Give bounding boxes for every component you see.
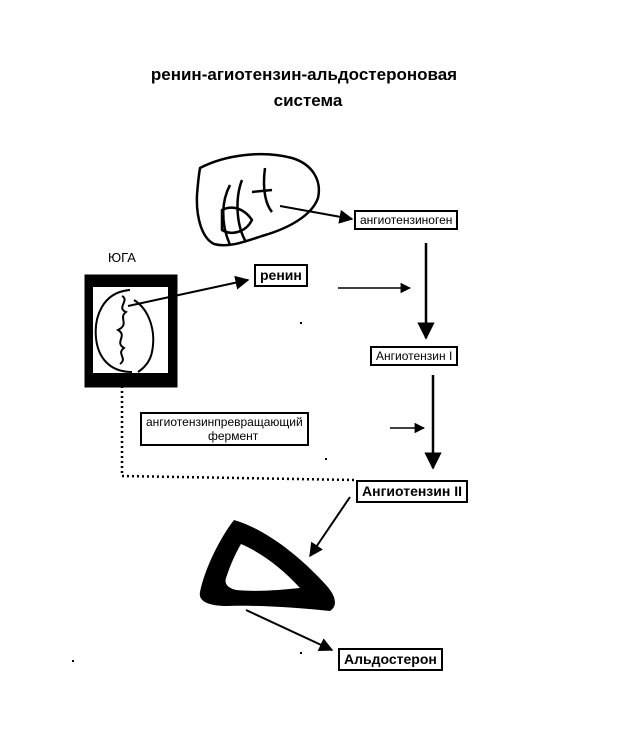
speck-2: [325, 458, 327, 460]
speck-3: [72, 660, 74, 662]
node-angiotensin-2: Ангиотензин II: [356, 480, 468, 503]
arrow-kidney-to-renin: [127, 275, 250, 307]
node-angiotensin-1: Ангиотензин I: [370, 346, 459, 366]
arrow-angiotensin2-to-adrenal: [309, 496, 351, 558]
liver-icon: [195, 152, 321, 247]
feedback-dotted-line: [120, 386, 355, 482]
arrow-liver-to-angiotensinogen: [279, 205, 354, 224]
node-angiotensinogen: ангиотензиноген: [354, 210, 459, 230]
node-renin: ренин: [254, 264, 308, 287]
speck-1: [300, 322, 302, 324]
juga-label: ЮГА: [108, 250, 136, 265]
diagram-title-line2: система: [273, 91, 343, 110]
speck-4: [300, 652, 302, 654]
adrenal-gland-icon: [199, 520, 335, 611]
arrow-adrenal-to-aldosterone: [245, 609, 334, 652]
node-ace-line1: ангиотензинпревращающий: [146, 415, 303, 429]
kidney-icon: [84, 274, 178, 388]
node-ace-line2: фермент: [208, 429, 259, 443]
node-aldosterone: Альдостерон: [338, 648, 443, 671]
diagram-title-line1: ренин-агиотензин-альдостероновая: [150, 65, 458, 84]
node-ace: ангиотензинпревращающий фермент: [140, 412, 309, 446]
